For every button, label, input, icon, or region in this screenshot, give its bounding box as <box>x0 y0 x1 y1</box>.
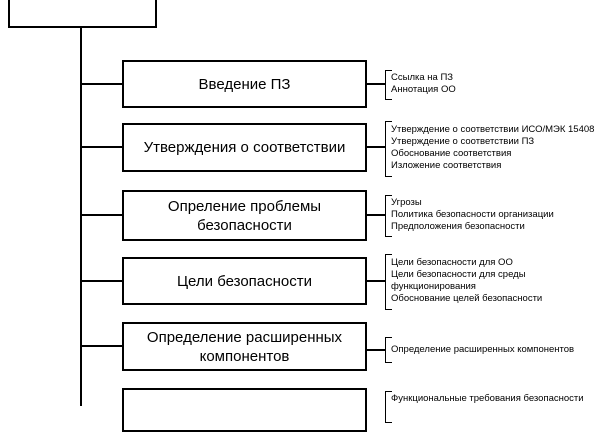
list-item: Цели безопасности для ОО <box>391 257 513 268</box>
connector <box>365 214 385 216</box>
list-item: Обоснование целей безопасности <box>391 293 543 304</box>
connector <box>365 146 385 148</box>
bracket <box>385 70 392 100</box>
connector <box>81 280 122 282</box>
section-title: Цели безопасности <box>176 272 313 290</box>
list-item: Угрозы <box>391 197 422 208</box>
bracket <box>385 337 392 363</box>
connector <box>365 280 385 282</box>
list-item: Цели безопасности для среды функциониров… <box>391 269 526 292</box>
section-box-intro: Введение ПЗ <box>122 60 367 108</box>
bracket <box>385 121 392 177</box>
connector <box>81 83 122 85</box>
root-box <box>8 0 157 28</box>
list-item: Определение расширенных компонентов <box>391 344 575 355</box>
item-list: Ссылка на ПЗ Аннотация ОО <box>391 72 456 96</box>
section-box-requirements <box>122 388 367 432</box>
connector <box>81 214 122 216</box>
connector <box>365 349 385 351</box>
list-item: Функциональные требования безопасности <box>391 393 584 404</box>
connector <box>81 345 122 347</box>
item-list: Функциональные требования безопасности <box>391 393 584 405</box>
item-list: Утверждение о соответствии ИСО/МЭК 15408… <box>391 124 594 172</box>
list-item: Утверждение о соответствии ИСО/МЭК 15408 <box>391 124 595 135</box>
section-title: Введение ПЗ <box>198 75 291 93</box>
section-title: Утверждения о соответствии <box>143 139 346 156</box>
bracket <box>385 254 392 310</box>
section-box-conformance: Утверждения о соответствии <box>122 123 367 172</box>
connector <box>81 146 122 148</box>
item-list: Угрозы Политика безопасности организации… <box>391 197 554 233</box>
list-item: Утверждение о соответствии ПЗ <box>391 136 535 147</box>
list-item: Предположения безопасности <box>391 221 525 232</box>
section-title: Опреление проблемы безопасности <box>167 197 322 234</box>
item-list: Определение расширенных компонентов <box>391 344 574 356</box>
connector <box>365 83 385 85</box>
section-box-problem: Опреление проблемы безопасности <box>122 190 367 241</box>
bracket <box>385 195 392 237</box>
list-item: Аннотация ОО <box>391 84 456 95</box>
list-item: Обоснование соответствия <box>391 148 512 159</box>
section-title: Определение расширенных компонентов <box>146 328 343 365</box>
item-list: Цели безопасности для ОО Цели безопаснос… <box>391 257 561 305</box>
list-item: Изложение соответствия <box>391 160 502 171</box>
section-box-extended: Определение расширенных компонентов <box>122 322 367 371</box>
trunk-line <box>80 26 82 406</box>
section-box-objectives: Цели безопасности <box>122 257 367 305</box>
list-item: Политика безопасности организации <box>391 209 554 220</box>
list-item: Ссылка на ПЗ <box>391 72 454 83</box>
